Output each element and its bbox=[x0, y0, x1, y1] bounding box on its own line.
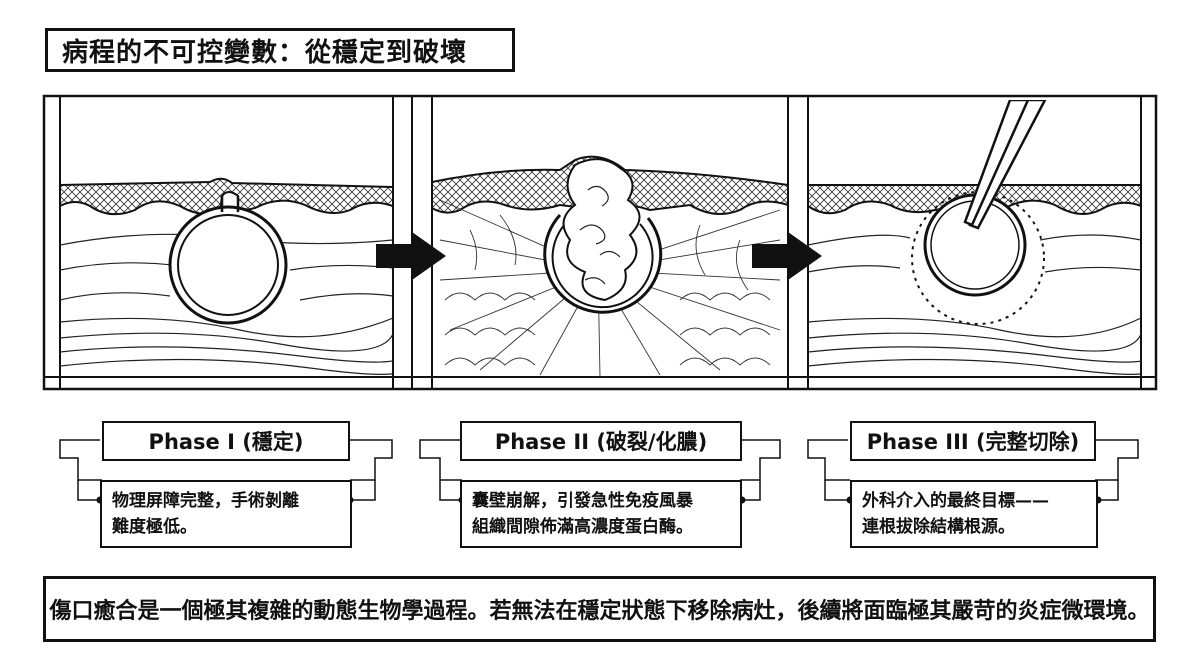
diagram-title: 病程的不可控變數：從穩定到破壞 bbox=[45, 28, 515, 72]
phase-3-description: 外科介入的最終目標—— 連根拔除結構根源。 bbox=[850, 480, 1098, 548]
arrow-icon bbox=[752, 232, 822, 280]
panel-phase-1 bbox=[60, 177, 393, 375]
phase-3-label: Phase III (完整切除) bbox=[850, 421, 1096, 461]
description-line: 組織間隙佈滿高濃度蛋白酶。 bbox=[472, 517, 693, 537]
panel-phase-2 bbox=[432, 155, 788, 377]
summary-text: 傷口癒合是一個極其複雜的動態生物學過程。若無法在穩定狀態下移除病灶，後續將面臨極… bbox=[43, 576, 1156, 642]
description-line: 物理屏障完整，手術剝離 bbox=[112, 491, 299, 511]
description-line: 難度極低。 bbox=[112, 517, 197, 537]
arrow-icon bbox=[376, 232, 446, 280]
panel-phase-3 bbox=[808, 100, 1141, 375]
description-line: 外科介入的最終目標—— bbox=[862, 491, 1049, 511]
phase-2-label: Phase II (破裂/化膿) bbox=[460, 421, 742, 461]
phase-2-description: 囊壁崩解，引發急性免疫風暴 組織間隙佈滿高濃度蛋白酶。 bbox=[460, 480, 742, 548]
phase-1-label: Phase I (穩定) bbox=[102, 421, 350, 461]
description-line: 連根拔除結構根源。 bbox=[862, 517, 1015, 537]
description-line: 囊壁崩解，引發急性免疫風暴 bbox=[472, 491, 693, 511]
phase-1-description: 物理屏障完整，手術剝離 難度極低。 bbox=[100, 480, 352, 548]
